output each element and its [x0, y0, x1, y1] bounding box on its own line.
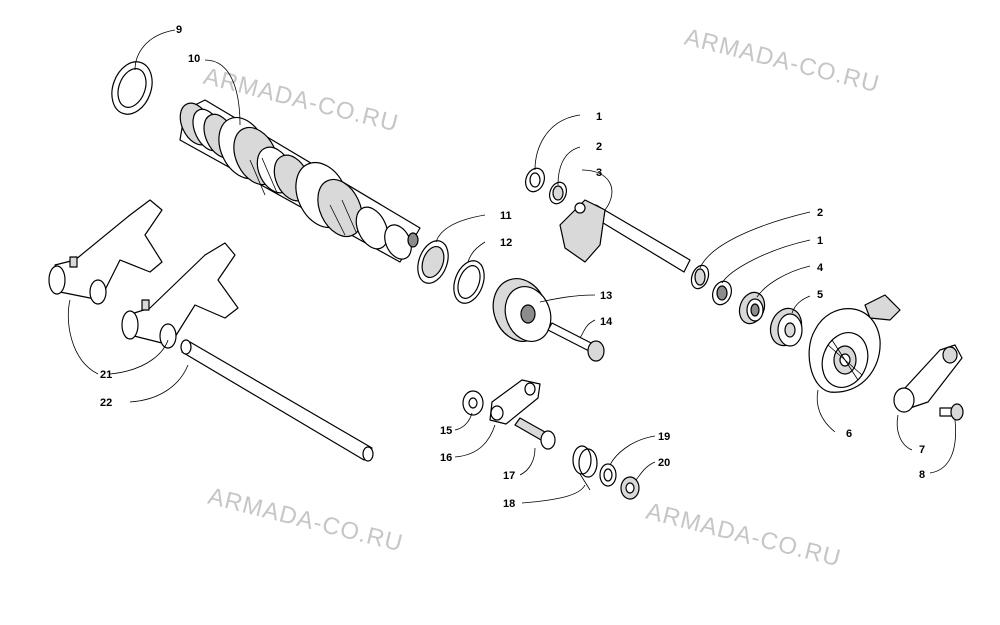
callout-6: 6 — [846, 428, 852, 440]
part-12-washer — [453, 260, 485, 304]
part-21-shift-fork-upper — [48, 199, 163, 305]
part-2-circlip-right — [690, 264, 710, 290]
callout-17: 17 — [503, 470, 515, 482]
part-19-washer — [599, 463, 617, 487]
callout-10: 10 — [188, 53, 200, 65]
callout-5: 5 — [817, 289, 823, 301]
callout-1-top: 1 — [596, 111, 602, 123]
part-14-bolt — [547, 322, 605, 362]
callout-18: 18 — [503, 498, 515, 510]
part-4-bearing — [738, 291, 766, 325]
part-15-washer — [462, 390, 484, 416]
callout-4: 4 — [817, 262, 824, 274]
part-17-pin — [514, 417, 556, 450]
part-8-bolt — [939, 403, 964, 421]
part-10-shift-drum — [179, 99, 421, 263]
part-2-circlip-left — [548, 181, 568, 205]
callout-14: 14 — [600, 316, 613, 328]
part-22-fork-shaft — [180, 339, 374, 462]
part-20-nut — [620, 476, 640, 500]
callout-15: 15 — [440, 425, 452, 437]
part-1-washer-right — [711, 280, 733, 306]
part-3-shift-shaft — [559, 199, 691, 273]
callout-12: 12 — [500, 237, 512, 249]
callout-19: 19 — [658, 431, 670, 443]
watermark-top-right: ARMADA-CO.RU — [682, 24, 883, 99]
leader-lines — [67, 29, 956, 504]
part-16-lever — [489, 379, 541, 425]
callout-13: 13 — [600, 290, 612, 302]
part-7-shift-arm — [893, 344, 963, 413]
part-6-position-sensor — [808, 294, 901, 393]
callout-16: 16 — [440, 452, 452, 464]
callout-22: 22 — [100, 397, 112, 409]
callout-3: 3 — [596, 167, 602, 179]
part-5-bearing — [769, 307, 803, 347]
callout-2-top: 2 — [596, 141, 602, 153]
callout-1-right: 1 — [817, 235, 823, 247]
part-11-washer — [417, 240, 449, 284]
part-1-washer-left — [524, 167, 546, 193]
callout-8: 8 — [919, 469, 925, 481]
callout-9: 9 — [176, 24, 182, 36]
watermark-bottom-left: ARMADA-CO.RU — [205, 483, 406, 558]
watermark-bottom-right: ARMADA-CO.RU — [643, 498, 844, 573]
callout-labels: 9 10 1 2 3 2 1 4 5 11 12 13 14 6 7 8 21 … — [100, 24, 925, 510]
part-18-spring — [572, 445, 598, 491]
part-13-gear — [492, 278, 552, 342]
callout-2-right: 2 — [817, 207, 823, 219]
callout-20: 20 — [658, 457, 670, 469]
callout-21: 21 — [100, 369, 112, 381]
part-21-shift-fork-lower — [121, 242, 239, 349]
part-9-washer — [111, 61, 153, 115]
callout-11: 11 — [500, 210, 512, 222]
callout-7: 7 — [919, 444, 925, 456]
